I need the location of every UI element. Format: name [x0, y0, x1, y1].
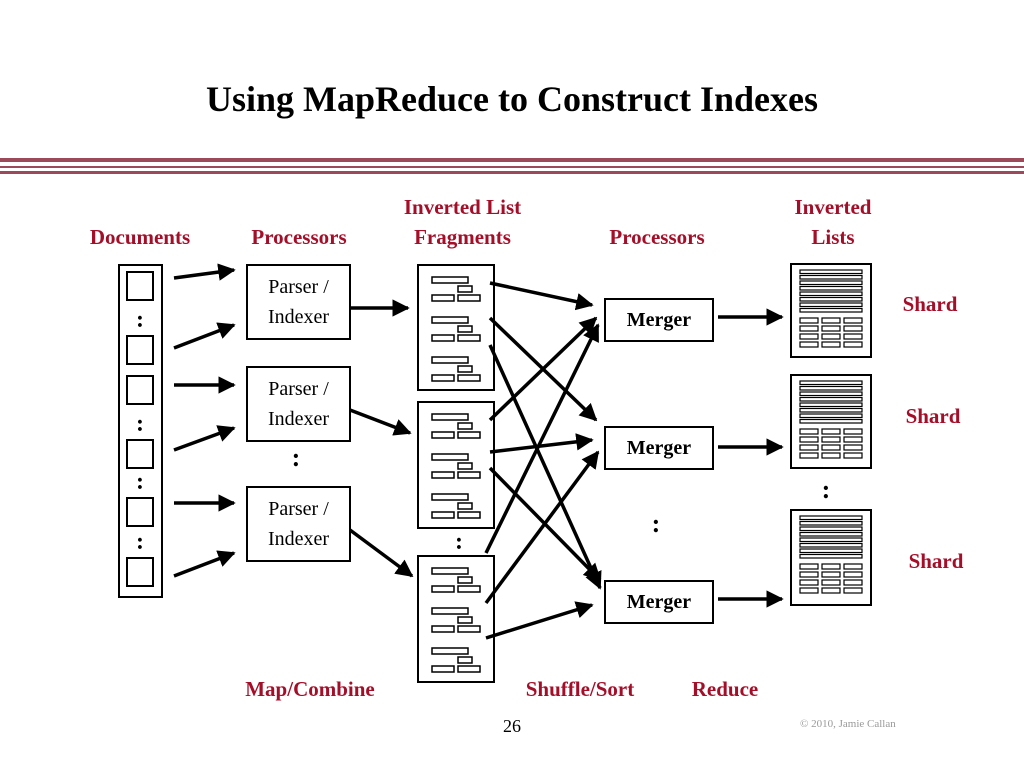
title-rule: [0, 158, 1024, 174]
parser-indexer-box: Parser / Indexer: [246, 264, 351, 340]
fragment-stack: [417, 264, 495, 391]
parser-label: Parser /: [268, 498, 329, 520]
arrow: [173, 550, 236, 578]
shard-label: Shard: [908, 549, 964, 573]
merger-box: Merger: [604, 426, 714, 470]
document-page: [126, 497, 154, 527]
document-page: [126, 439, 154, 469]
inverted-list-sheet: [790, 509, 872, 606]
label-lists-line2: Lists: [811, 225, 855, 249]
indexer-label: Indexer: [267, 306, 330, 328]
arrow: [173, 263, 236, 281]
ellipsis-mark: :: [136, 411, 144, 437]
fragment-stack: [417, 401, 495, 529]
doc-to-parser-arrows: [173, 263, 236, 578]
ellipsis-mark: :: [652, 509, 661, 538]
ellipsis-mark: :: [136, 307, 144, 333]
indexer-label: Indexer: [267, 528, 330, 550]
label-processors-reduce: Processors: [609, 225, 705, 249]
document-page: [126, 557, 154, 587]
indexer-label: Indexer: [267, 408, 330, 430]
arrow: [348, 528, 414, 578]
document-page: [126, 335, 154, 365]
arrow: [173, 425, 236, 452]
arrow: [488, 316, 598, 422]
phase-shuffle-sort: Shuffle/Sort: [525, 677, 635, 701]
label-fragments-line1: Inverted List: [403, 195, 522, 219]
fragment-stack: [417, 555, 495, 683]
label-processors-map: Processors: [251, 225, 347, 249]
arrow: [489, 433, 594, 454]
inverted-list-sheets: [790, 263, 872, 606]
fragment-stacks: [417, 264, 495, 683]
parser-indexer-box: Parser / Indexer: [246, 366, 351, 442]
merger-to-list-arrows: [718, 308, 784, 608]
label-fragments-line2: Fragments: [414, 225, 511, 249]
shard-label: Shard: [905, 404, 961, 428]
label-lists-line1: Inverted: [794, 195, 872, 219]
slide-title: Using MapReduce to Construct Indexes: [206, 79, 818, 119]
arrow: [349, 408, 412, 436]
merger-box: Merger: [604, 580, 714, 624]
inverted-list-sheet: [790, 374, 872, 469]
shard-label: Shard: [902, 292, 958, 316]
copyright-notice: © 2010, Jamie Callan: [800, 718, 896, 730]
ellipsis-mark: :: [292, 443, 301, 472]
document-page: [126, 375, 154, 405]
document-page: [126, 271, 154, 301]
shuffle-arrows: [484, 281, 602, 640]
parser-to-fragment-arrows: [348, 299, 414, 578]
document-stack: : : : :: [118, 264, 163, 598]
arrow: [485, 601, 594, 640]
phase-map-combine: Map/Combine: [245, 677, 375, 701]
merger-box: Merger: [604, 298, 714, 342]
ellipsis-mark: :: [822, 475, 831, 504]
inverted-list-sheet: [790, 263, 872, 358]
ellipsis-mark: :: [136, 529, 144, 555]
arrow: [484, 323, 600, 554]
ellipsis-mark: :: [136, 469, 144, 495]
parser-label: Parser /: [268, 276, 329, 298]
page-number: 26: [503, 716, 521, 736]
parser-indexer-box: Parser / Indexer: [246, 486, 351, 562]
arrow: [489, 281, 594, 311]
arrow: [488, 344, 602, 590]
arrow: [173, 322, 236, 350]
ellipsis-mark: :: [455, 529, 463, 555]
arrow: [484, 450, 600, 605]
parser-label: Parser /: [268, 378, 329, 400]
phase-reduce: Reduce: [691, 677, 759, 701]
label-documents: Documents: [89, 225, 191, 249]
